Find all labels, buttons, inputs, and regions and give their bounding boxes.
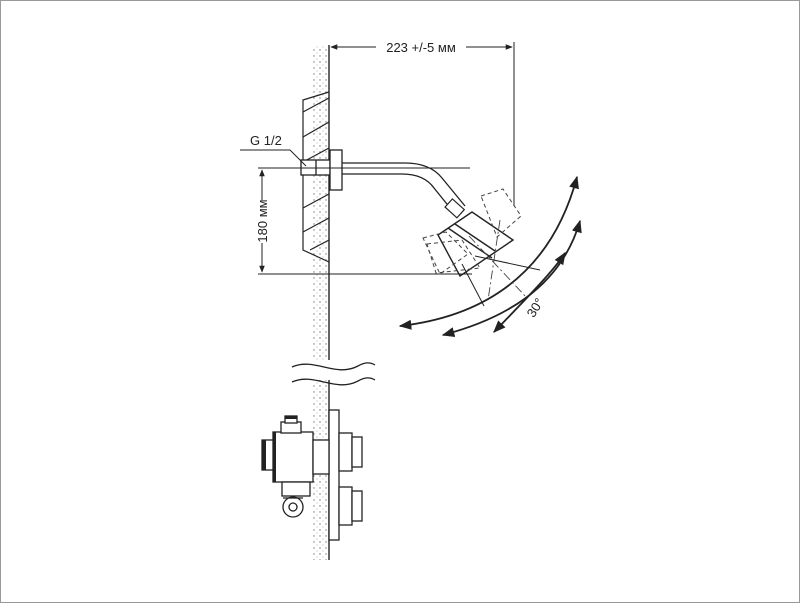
width-dimension-label: 223 +/-5 мм [386,40,456,55]
rotation-arrows [398,175,582,337]
valve-shading [262,416,297,482]
concealed-valve [261,409,363,541]
thread-label: G 1/2 [250,133,282,148]
shower-head [437,211,515,278]
width-dimension [330,42,515,206]
thread-leader [240,149,307,167]
angle-label: 30° [524,295,547,320]
rotation-arrow-inner [493,251,566,333]
height-dimension-label: 180 мм [255,199,270,242]
height-dimension [258,167,472,275]
